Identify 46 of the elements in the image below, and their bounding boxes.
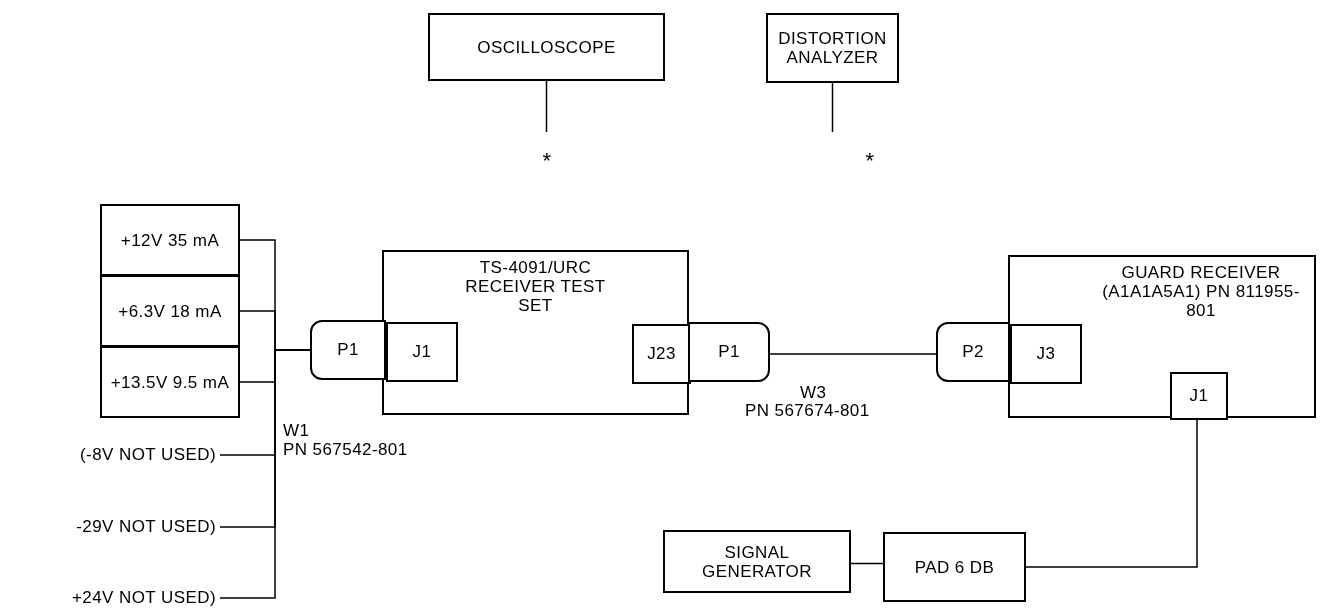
node-label: J3 <box>1035 343 1057 366</box>
connector-line <box>545 80 548 133</box>
node-label: (-8V NOT USED) <box>79 444 217 467</box>
jack-connector <box>632 324 691 384</box>
equipment-box <box>100 204 240 276</box>
connector-line <box>769 353 937 355</box>
cable-label: W1 <box>283 421 310 440</box>
node-label: GUARD RECEIVER (A1A1A5A1) PN 811955-801 <box>1101 263 1301 320</box>
node-label: -29V NOT USED) <box>75 516 217 539</box>
node-label: +12V 35 mA <box>119 230 221 250</box>
jack-connector <box>1010 324 1082 384</box>
node-label: +13.5V 9.5 mA <box>109 372 231 392</box>
node-label: J23 <box>646 343 677 366</box>
equipment-box <box>100 275 240 347</box>
node-label: OSCILLOSCOPE <box>476 37 617 57</box>
equipment-unit <box>382 250 689 415</box>
connector-line <box>850 562 884 565</box>
cable-label: W3 <box>800 383 827 402</box>
node-label: +24V NOT USED) <box>70 587 217 610</box>
asterisk: * <box>864 150 876 172</box>
node-label: P2 <box>961 341 985 364</box>
node-label: J1 <box>411 341 433 364</box>
equipment-box <box>766 13 899 83</box>
jack-connector <box>386 322 458 382</box>
jack-connector <box>1170 372 1228 420</box>
equipment-box <box>100 346 240 418</box>
asterisk: * <box>541 150 553 172</box>
node-label: +6.3V 18 mA <box>117 301 223 321</box>
node-label: P1 <box>717 341 741 364</box>
plug-connector <box>310 320 386 380</box>
equipment-box <box>663 530 851 593</box>
cable-label: PN 567542-801 <box>283 440 408 459</box>
node-label: P1 <box>336 339 360 362</box>
equipment-box <box>883 532 1026 602</box>
equipment-unit <box>1008 255 1316 418</box>
equipment-box <box>428 13 665 81</box>
node-label: DISTORTION ANALYZER <box>777 29 888 67</box>
connector-line <box>831 82 834 133</box>
plug-connector <box>936 322 1010 382</box>
node-label: J1 <box>1188 385 1210 408</box>
node-label: PAD 6 DB <box>913 557 996 577</box>
node-label: TS-4091/URC RECEIVER TEST SET <box>464 258 607 315</box>
node-label: SIGNAL GENERATOR <box>701 542 813 581</box>
connector-line <box>219 349 311 599</box>
plug-connector <box>688 322 770 382</box>
cable-label: PN 567674-801 <box>745 401 870 420</box>
